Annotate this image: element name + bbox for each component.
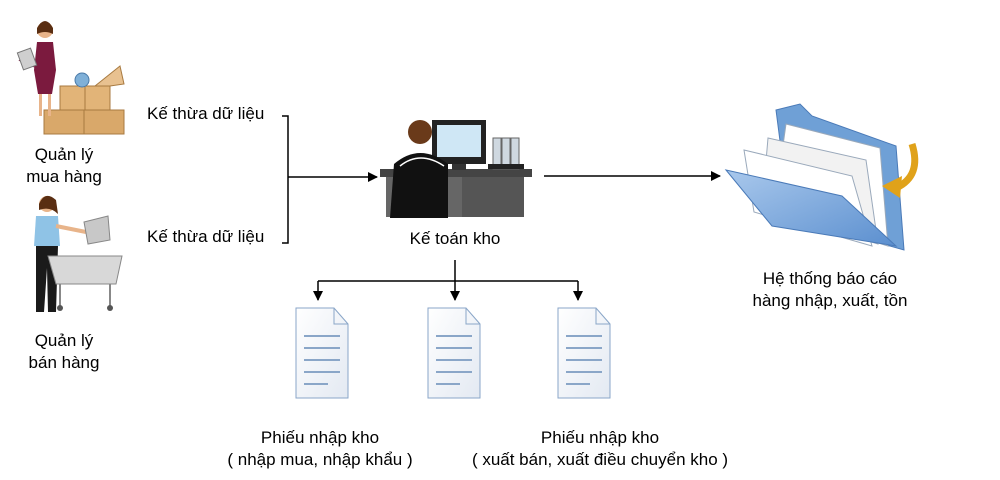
- document-icon: [295, 307, 349, 399]
- sales-manager-line2: bán hàng: [28, 353, 100, 372]
- report-system-line1: Hệ thống báo cáo: [762, 269, 898, 288]
- document-icon: [427, 307, 481, 399]
- purchasing-manager-line1: Quản lý: [34, 145, 94, 164]
- accountant-at-computer-icon: [380, 120, 532, 218]
- receipt-left-line1: Phiếu nhập kho: [260, 428, 380, 447]
- accountant-label: Kế toán kho: [409, 229, 501, 248]
- folder-icon: [724, 103, 919, 251]
- woman-with-boxes-icon: [16, 21, 125, 135]
- purchasing-manager-line2: mua hàng: [26, 167, 102, 186]
- document-branch-connector: [313, 260, 583, 301]
- receipt-label-left: Phiếu nhập kho ( nhập mua, nhập khẩu ): [205, 427, 435, 471]
- inherit-data-label-bottom: Kế thừa dữ liệu: [147, 227, 265, 246]
- purchasing-manager-label: Quản lý mua hàng: [14, 144, 114, 188]
- inherit-data-label-top: Kế thừa dữ liệu: [147, 104, 265, 123]
- report-system-line2: hàng nhập, xuất, tồn: [752, 291, 908, 310]
- receipt-right-line2: ( xuất bán, xuất điều chuyển kho ): [471, 450, 729, 469]
- receipt-right-line1: Phiếu nhập kho: [540, 428, 660, 447]
- document-icon: [557, 307, 611, 399]
- sales-manager-line1: Quản lý: [34, 331, 94, 350]
- receipt-label-right: Phiếu nhập kho ( xuất bán, xuất điều chu…: [440, 427, 760, 471]
- receipt-left-line2: ( nhập mua, nhập khẩu ): [227, 450, 413, 469]
- report-system-label: Hệ thống báo cáo hàng nhập, xuất, tồn: [720, 268, 940, 312]
- woman-with-cart-icon: [34, 195, 123, 312]
- sales-manager-label: Quản lý bán hàng: [14, 330, 114, 374]
- inherit-connector: [282, 115, 378, 244]
